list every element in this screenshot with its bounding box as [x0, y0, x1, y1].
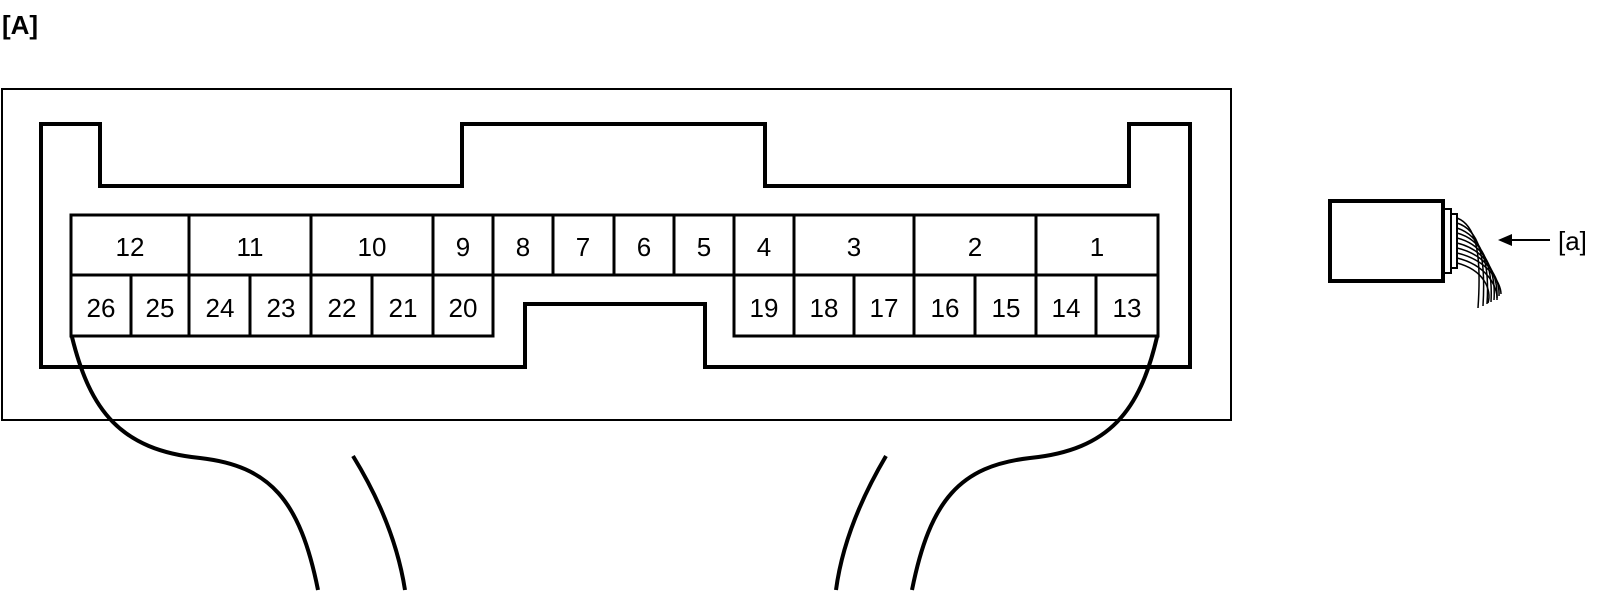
- wire-bundle-icon: [1456, 217, 1502, 309]
- connector-housing-frame: [1, 88, 1232, 421]
- pin-cell: [973, 273, 1038, 338]
- connector-side-view-icon: [1328, 199, 1550, 309]
- pin-label: 20: [449, 293, 478, 323]
- figure-label: [A]: [2, 10, 38, 40]
- pin-label: 18: [810, 293, 839, 323]
- pin-cell: [69, 273, 133, 338]
- pin-label: 7: [576, 232, 590, 262]
- pin-label: 15: [992, 293, 1021, 323]
- wire-harness-right-outer: [910, 336, 1159, 591]
- pin-label: 26: [87, 293, 116, 323]
- wire-harness-left-inner: [351, 454, 407, 591]
- pin-label: 6: [637, 232, 651, 262]
- pin-cell: [370, 273, 435, 338]
- pin-cell: [852, 273, 916, 338]
- pin-label: 4: [757, 232, 771, 262]
- pin-cell: [912, 213, 1038, 277]
- pin-cell: [187, 273, 252, 338]
- pin-label: 13: [1113, 293, 1142, 323]
- callout-label: [a]: [1558, 226, 1587, 256]
- pin-cell: [309, 213, 435, 277]
- pin-label: 17: [870, 293, 899, 323]
- pin-cell: [431, 273, 495, 338]
- pin-label: 25: [146, 293, 175, 323]
- pin-label: 14: [1052, 293, 1081, 323]
- pin-label: 3: [847, 232, 861, 262]
- wire-harness-left-outer: [70, 336, 320, 591]
- pin-cell: [1034, 213, 1160, 277]
- pin-cell: [792, 273, 856, 338]
- connector-outline: [39, 122, 1192, 369]
- pin-cell: [672, 213, 736, 277]
- pin-label: 9: [456, 232, 470, 262]
- pin-label: 22: [328, 293, 357, 323]
- pin-label: 12: [116, 232, 145, 262]
- pin-label: 19: [750, 293, 779, 323]
- pin-cell: [551, 213, 616, 277]
- wire-harness-right-inner: [834, 454, 888, 591]
- pin-cell: [1094, 273, 1160, 338]
- pin-cell: [129, 273, 191, 338]
- pin-label: 11: [237, 232, 264, 262]
- pin-label: 2: [968, 232, 982, 262]
- pin-label: 21: [389, 293, 418, 323]
- pin-cell: [1034, 273, 1098, 338]
- pin-cell: [69, 213, 191, 277]
- pin-label: 24: [206, 293, 235, 323]
- pin-cell: [431, 213, 495, 277]
- pin-label: 10: [358, 232, 387, 262]
- pin-cell: [912, 273, 977, 338]
- pin-cell: [248, 273, 313, 338]
- pin-cell: [309, 273, 374, 338]
- pin-label: 16: [931, 293, 960, 323]
- pin-label: 5: [697, 232, 711, 262]
- connector-flange: [1450, 213, 1458, 269]
- pin-label: 8: [516, 232, 530, 262]
- pin-cell: [612, 213, 676, 277]
- arrow-left-icon: [1498, 234, 1512, 246]
- pin-label: 23: [267, 293, 296, 323]
- connector-body: [1328, 199, 1445, 283]
- pin-row-bottom-left: 26 25 24 23 22 21 20: [69, 273, 495, 338]
- pin-row-top: 12 11 10 9 8 7 6 5 4 3 2 1: [69, 213, 1160, 277]
- pin-cell: [732, 213, 796, 277]
- pin-label: 1: [1090, 232, 1104, 262]
- pin-row-bottom-right: 19 18 17 16 15 14 13: [732, 273, 1160, 338]
